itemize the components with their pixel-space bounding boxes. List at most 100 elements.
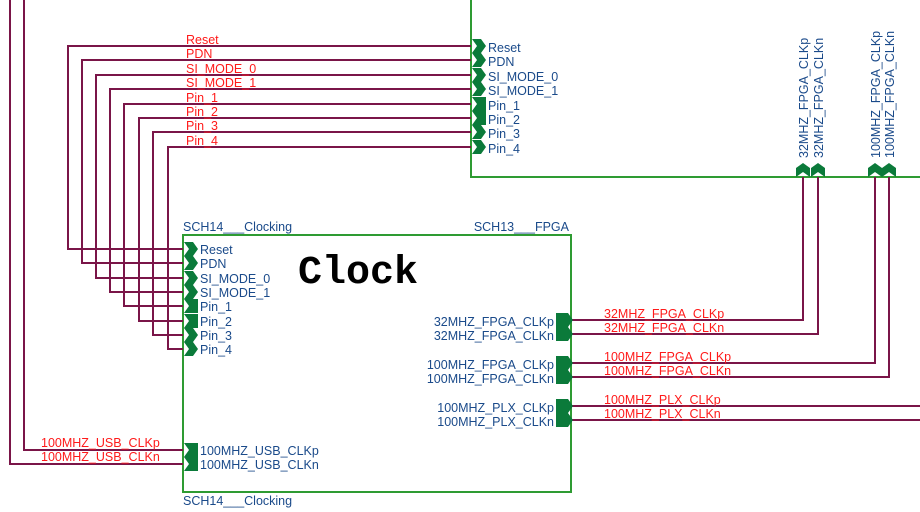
clock-right-port-32mhz-fpga-clkn[interactable] — [556, 327, 573, 341]
clock-pin-label-reset: Reset — [200, 243, 233, 257]
top-pin-label-pin-4: Pin_4 — [488, 142, 520, 156]
wire-pin-2 — [138, 117, 471, 322]
top-pin-labels: ResetPDNSI_MODE_0SI_MODE_1Pin_1Pin_2Pin_… — [488, 41, 558, 156]
wire-usb-clkn — [9, 0, 183, 465]
top-vertical-label-100mhz-fpga-clkp: 100MHZ_FPGA_CLKp — [869, 31, 883, 158]
top-bottom-port-100mhz-fpga-clkp[interactable] — [868, 163, 882, 177]
top-net-labels: ResetPDNSI_MODE_0SI_MODE_1Pin_1Pin_2Pin_… — [186, 33, 256, 148]
wire-pdn — [81, 59, 471, 264]
left-wire-bundle — [67, 45, 471, 350]
right-net-label-32mhz-fpga-clkp: 32MHZ_FPGA_CLKp — [604, 307, 724, 321]
top-port-pin-1[interactable] — [472, 97, 486, 111]
wire-usb-clkp — [23, 0, 183, 451]
clock-port-pin-4[interactable] — [184, 342, 198, 356]
top-block-ports — [472, 39, 486, 154]
clock-usb-port-100mhz-usb-clkp[interactable] — [184, 443, 198, 457]
clock-block-title: Clock — [298, 251, 418, 296]
clock-pin-label-pin-2: Pin_2 — [200, 315, 232, 329]
top-port-pin-3[interactable] — [472, 125, 486, 139]
sheet-label-clocking-bottom: SCH14___Clocking — [183, 494, 292, 508]
top-port-pdn[interactable] — [472, 53, 486, 67]
net-label-si-mode-1: SI_MODE_1 — [186, 76, 256, 90]
top-bottom-port-100mhz-fpga-clkn[interactable] — [882, 163, 896, 177]
clock-right-pin-label-100mhz-plx-clkn: 100MHZ_PLX_CLKn — [437, 415, 554, 429]
clock-right-ports — [556, 313, 573, 427]
top-pin-label-pin-1: Pin_1 — [488, 99, 520, 113]
clock-left-ports — [184, 242, 198, 356]
clock-port-si-mode-1[interactable] — [184, 285, 198, 299]
clock-right-port-100mhz-fpga-clkp[interactable] — [556, 356, 573, 370]
top-port-reset[interactable] — [472, 39, 486, 53]
top-vertical-label-32mhz-fpga-clkn: 32MHZ_FPGA_CLKn — [812, 38, 826, 158]
wire-32mhz-clkn — [571, 177, 819, 335]
clock-right-pin-label-100mhz-plx-clkp: 100MHZ_PLX_CLKp — [437, 401, 554, 415]
clock-usb-pin-label-100mhz-usb-clkn: 100MHZ_USB_CLKn — [200, 458, 319, 472]
wire-100mhz-fpga-clkp — [571, 177, 876, 364]
clock-port-si-mode-0[interactable] — [184, 271, 198, 285]
clock-pin-label-pin-1: Pin_1 — [200, 300, 232, 314]
net-label-pdn: PDN — [186, 47, 212, 61]
clock-usb-ports — [184, 443, 198, 471]
top-bottom-port-32mhz-fpga-clkp[interactable] — [796, 163, 810, 177]
clock-right-port-100mhz-fpga-clkn[interactable] — [556, 370, 573, 384]
clock-right-pin-label-32mhz-fpga-clkn: 32MHZ_FPGA_CLKn — [434, 329, 554, 343]
clock-right-port-32mhz-fpga-clkp[interactable] — [556, 313, 573, 327]
wire-si-mode-1 — [109, 88, 471, 293]
usb-net-label-100mhz-usb-clkn: 100MHZ_USB_CLKn — [41, 450, 160, 464]
net-label-si-mode-0: SI_MODE_0 — [186, 62, 256, 76]
usb-net-label-100mhz-usb-clkp: 100MHZ_USB_CLKp — [41, 436, 160, 450]
clock-pin-label-si-mode-1: SI_MODE_1 — [200, 286, 270, 300]
net-label-pin-1: Pin_1 — [186, 91, 218, 105]
clock-port-reset[interactable] — [184, 242, 198, 256]
clock-right-port-100mhz-plx-clkn[interactable] — [556, 413, 573, 427]
clock-pin-label-pin-4: Pin_4 — [200, 343, 232, 357]
top-bottom-port-32mhz-fpga-clkn[interactable] — [811, 163, 825, 177]
top-vertical-label-32mhz-fpga-clkp: 32MHZ_FPGA_CLKp — [797, 38, 811, 158]
wire-100mhz-fpga-clkn — [571, 177, 890, 378]
right-net-label-100mhz-fpga-clkn: 100MHZ_FPGA_CLKn — [604, 364, 731, 378]
top-port-si-mode-0[interactable] — [472, 68, 486, 82]
net-label-pin-3: Pin_3 — [186, 119, 218, 133]
clock-usb-port-100mhz-usb-clkn[interactable] — [184, 457, 198, 471]
net-label-pin-2: Pin_2 — [186, 105, 218, 119]
clock-pin-labels: ResetPDNSI_MODE_0SI_MODE_1Pin_1Pin_2Pin_… — [200, 243, 554, 472]
top-pin-label-si-mode-0: SI_MODE_0 — [488, 70, 558, 84]
net-label-pin-4: Pin_4 — [186, 134, 218, 148]
clock-port-pin-2[interactable] — [184, 314, 198, 328]
right-net-label-100mhz-plx-clkn: 100MHZ_PLX_CLKn — [604, 407, 721, 421]
net-label-reset: Reset — [186, 33, 219, 47]
top-pin-label-pdn: PDN — [488, 55, 514, 69]
sheet-label-fpga: SCH13___FPGA — [474, 220, 570, 234]
clock-right-pin-label-100mhz-fpga-clkn: 100MHZ_FPGA_CLKn — [427, 372, 554, 386]
top-port-pin-4[interactable] — [472, 140, 486, 154]
clock-port-pin-3[interactable] — [184, 328, 198, 342]
right-net-label-100mhz-fpga-clkp: 100MHZ_FPGA_CLKp — [604, 350, 731, 364]
clock-right-port-100mhz-plx-clkp[interactable] — [556, 399, 573, 413]
clock-pin-label-si-mode-0: SI_MODE_0 — [200, 272, 270, 286]
right-net-label-100mhz-plx-clkp: 100MHZ_PLX_CLKp — [604, 393, 721, 407]
sheet-label-clocking-top: SCH14___Clocking — [183, 220, 292, 234]
top-pin-label-pin-2: Pin_2 — [488, 113, 520, 127]
clock-port-pin-1[interactable] — [184, 299, 198, 313]
clock-right-pin-label-100mhz-fpga-clkp: 100MHZ_FPGA_CLKp — [427, 358, 554, 372]
wire-reset — [67, 45, 471, 250]
clock-right-pin-label-32mhz-fpga-clkp: 32MHZ_FPGA_CLKp — [434, 315, 554, 329]
top-port-si-mode-1[interactable] — [472, 82, 486, 96]
top-port-pin-2[interactable] — [472, 111, 486, 125]
top-pin-label-pin-3: Pin_3 — [488, 127, 520, 141]
top-block-bottom-ports — [796, 163, 896, 177]
clock-usb-pin-label-100mhz-usb-clkp: 100MHZ_USB_CLKp — [200, 444, 319, 458]
top-pin-label-si-mode-1: SI_MODE_1 — [488, 84, 558, 98]
wire-32mhz-clkp — [571, 177, 804, 321]
clock-pin-label-pin-3: Pin_3 — [200, 329, 232, 343]
clock-pin-label-pdn: PDN — [200, 257, 226, 271]
top-vertical-label-100mhz-fpga-clkn: 100MHZ_FPGA_CLKn — [883, 31, 897, 158]
wire-pin-4 — [167, 146, 471, 350]
right-net-label-32mhz-fpga-clkn: 32MHZ_FPGA_CLKn — [604, 321, 724, 335]
clock-port-pdn[interactable] — [184, 256, 198, 270]
top-pin-label-reset: Reset — [488, 41, 521, 55]
